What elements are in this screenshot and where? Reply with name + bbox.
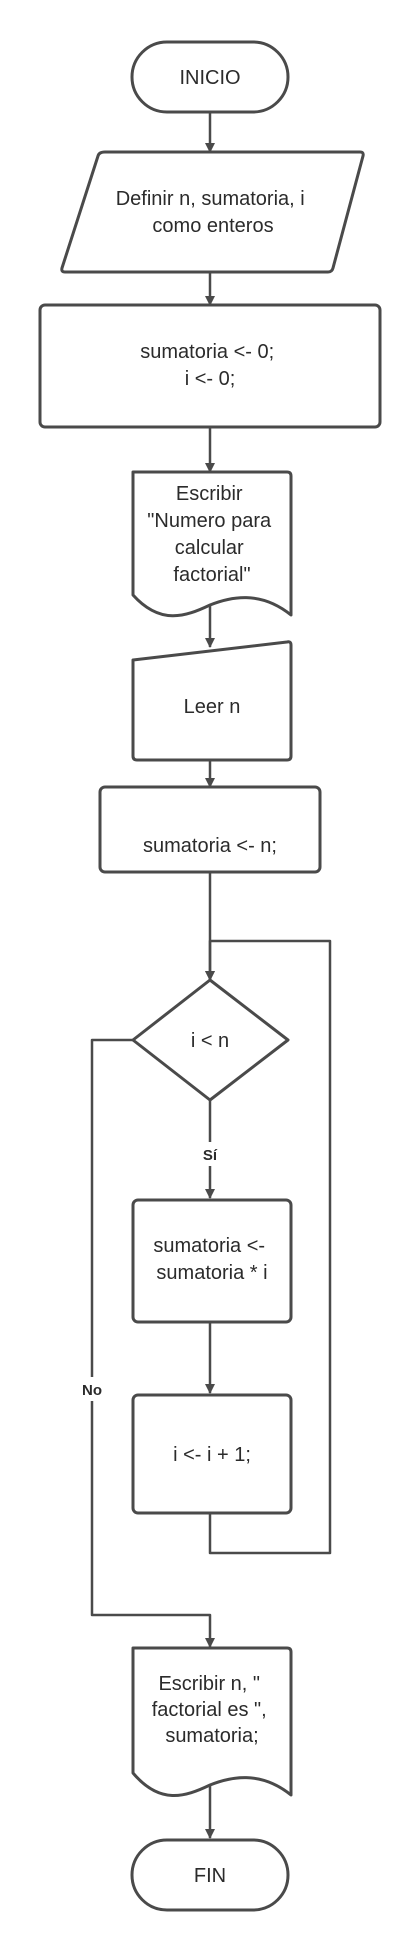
edge-label-no: No (82, 1382, 102, 1399)
end-terminator: FIN (130, 1838, 290, 1912)
read-input: Leer n (131, 640, 293, 762)
edge-cond-no-lower (90, 1401, 215, 1648)
init-process-label: sumatoria <- 0; i <- 0; (140, 341, 280, 390)
edge-label-si: Sí (203, 1147, 218, 1164)
increment-process: i <- i + 1; (131, 1393, 293, 1515)
decision-label: i < n (191, 1030, 229, 1052)
edge-loop-back (205, 939, 332, 1555)
increment-process-label: i <- i + 1; (173, 1444, 251, 1466)
start-terminator: INICIO (130, 40, 290, 114)
read-input-label: Leer n (184, 696, 241, 718)
connectors (90, 112, 332, 1839)
assign-process: sumatoria <- n; (98, 785, 322, 874)
write-prompt-label: Escribir "Numero para calcular factorial… (147, 483, 276, 586)
write-prompt-document: Escribir "Numero para calcular factorial… (131, 470, 293, 618)
decision-diamond: i < n (131, 978, 290, 1102)
define-variables-io: Definir n, sumatoria, i como enteros (60, 150, 365, 274)
assign-process-label: sumatoria <- n; (143, 835, 277, 857)
multiply-process: sumatoria <- sumatoria * i (131, 1198, 293, 1324)
multiply-process-label: sumatoria <- sumatoria * i (153, 1235, 270, 1284)
define-variables-label: Definir n, sumatoria, i como enteros (116, 188, 311, 237)
edge-cond-no (90, 1038, 133, 1377)
end-label: FIN (194, 1865, 226, 1887)
init-process: sumatoria <- 0; i <- 0; (38, 303, 382, 429)
write-result-label: Escribir n, " factorial es ", sumatoria; (152, 1673, 272, 1747)
start-label: INICIO (179, 67, 240, 89)
write-result-document: Escribir n, " factorial es ", sumatoria; (131, 1646, 293, 1797)
